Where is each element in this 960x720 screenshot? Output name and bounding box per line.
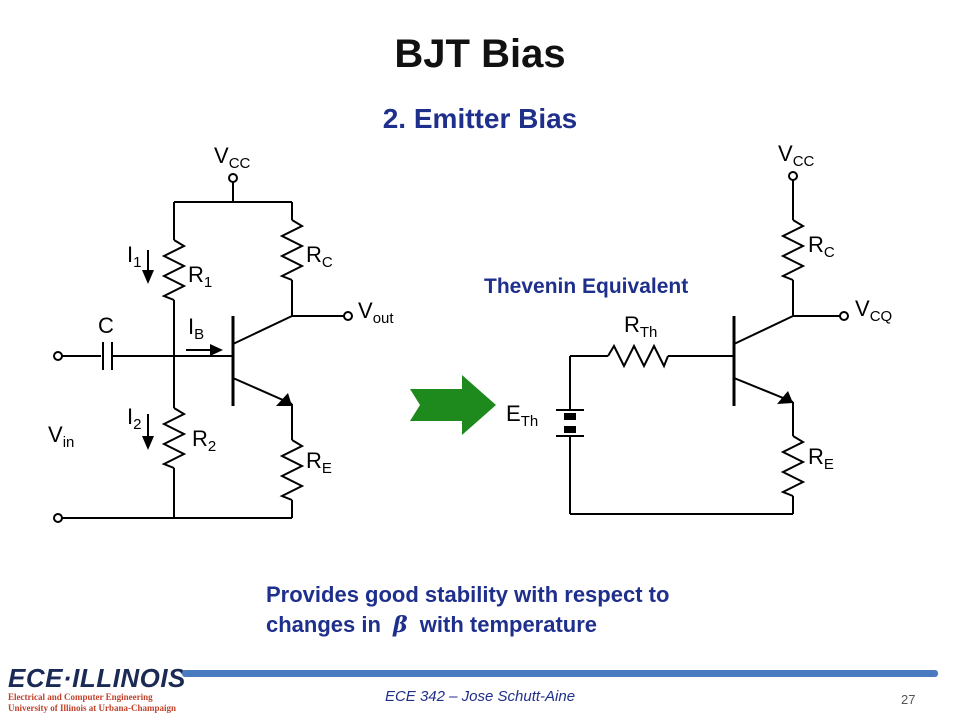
vcq-label: VCQ <box>855 296 892 325</box>
rc-resistor <box>780 219 806 281</box>
footer-course: ECE 342 – Jose Schutt-Aine <box>384 688 576 705</box>
slide-subtitle: 2. Emitter Bias <box>382 103 578 134</box>
rc-label-left: RC <box>306 242 333 271</box>
left-circuit <box>53 173 353 523</box>
right-circuit <box>556 171 849 515</box>
ib-label: IB <box>188 314 204 343</box>
beta-symbol: β <box>393 612 408 638</box>
rc-label-right: RC <box>808 232 835 261</box>
green-arrow-icon <box>410 375 496 435</box>
re-resistor <box>279 439 305 501</box>
i1-label: I1 <box>127 242 141 271</box>
vin-label: Vin <box>48 422 74 451</box>
battery-short-plate <box>564 413 576 420</box>
left-emitter-arrowhead <box>276 393 292 406</box>
logo-line-1: Electrical and Computer Engineering <box>8 692 153 702</box>
vcc-label-left: VCC <box>214 143 251 172</box>
vcc-label-right: VCC <box>778 141 815 170</box>
r1-label: R1 <box>188 262 212 291</box>
c-label: C <box>98 313 114 338</box>
description-line-2: changes in β with temperature <box>266 612 598 638</box>
eth-label: ETh <box>506 401 538 430</box>
right-emitter-arrowhead <box>777 391 793 404</box>
ece-illinois-logo: ECE·ILLINOIS Electrical and Computer Eng… <box>8 663 186 718</box>
r2-label: R2 <box>192 426 216 455</box>
re-resistor <box>780 435 806 497</box>
logo-line-2: University of Illinois at Urbana-Champai… <box>8 703 177 713</box>
page-number: 27 <box>901 692 916 707</box>
i2-label: I2 <box>127 404 141 433</box>
rth-label: RTh <box>624 312 657 341</box>
footer-bar <box>182 670 938 677</box>
r2-resistor <box>161 407 187 469</box>
rc-resistor <box>279 219 305 281</box>
logo-wordmark: ECE·ILLINOIS <box>8 663 186 693</box>
re-label-left: RE <box>306 448 332 477</box>
re-label-right: RE <box>808 444 834 473</box>
description-text: Provides good stability with respect to … <box>266 580 669 640</box>
r1-resistor <box>161 239 187 301</box>
description-line-1: Provides good stability with respect to <box>266 582 670 607</box>
thevenin-equivalent-label: Thevenin Equivalent <box>484 275 689 298</box>
rth-resistor <box>607 343 669 369</box>
slide-title: BJT Bias <box>394 32 566 76</box>
battery-short-plate <box>564 426 576 433</box>
vout-label: Vout <box>358 298 394 327</box>
